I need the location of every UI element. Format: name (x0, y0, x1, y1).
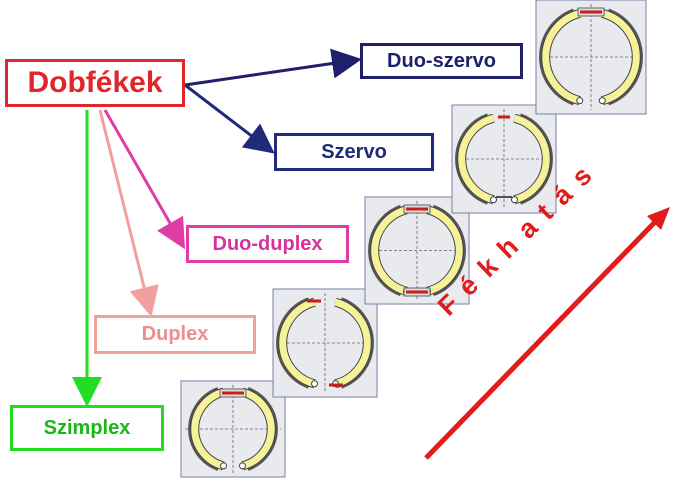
szervo-box: Szervo (274, 133, 434, 171)
arrow-to-duo-szervo (184, 48, 362, 87)
szimplex-box: Szimplex (10, 405, 164, 451)
szervo-label: Szervo (321, 140, 387, 163)
braking-effect-arrow (424, 207, 670, 460)
duo-szervo-box: Duo-szervo (360, 43, 523, 79)
duo-szervo-drawing-panel (535, 0, 647, 115)
arrow-to-szervo (184, 83, 275, 154)
root-label: Dobfékek (27, 66, 163, 99)
duplex-drawing-panel (272, 288, 378, 398)
duo-duplex-label: Duo-duplex (212, 232, 323, 255)
szervo-drawing-panel (451, 104, 557, 214)
duplex-label: Duplex (141, 323, 209, 345)
duo-duplex-drawing-panel (364, 196, 470, 305)
root-label-box: Dobfékek (5, 59, 185, 107)
arrow-to-duo-duplex (103, 109, 185, 250)
arrow-to-duplex (98, 109, 159, 317)
szimplex-drawing-panel (180, 380, 286, 478)
duo-duplex-box: Duo-duplex (186, 225, 349, 263)
duo-szervo-label: Duo-szervo (387, 49, 496, 72)
duplex-box: Duplex (94, 315, 256, 354)
szimplex-label: Szimplex (43, 416, 131, 439)
